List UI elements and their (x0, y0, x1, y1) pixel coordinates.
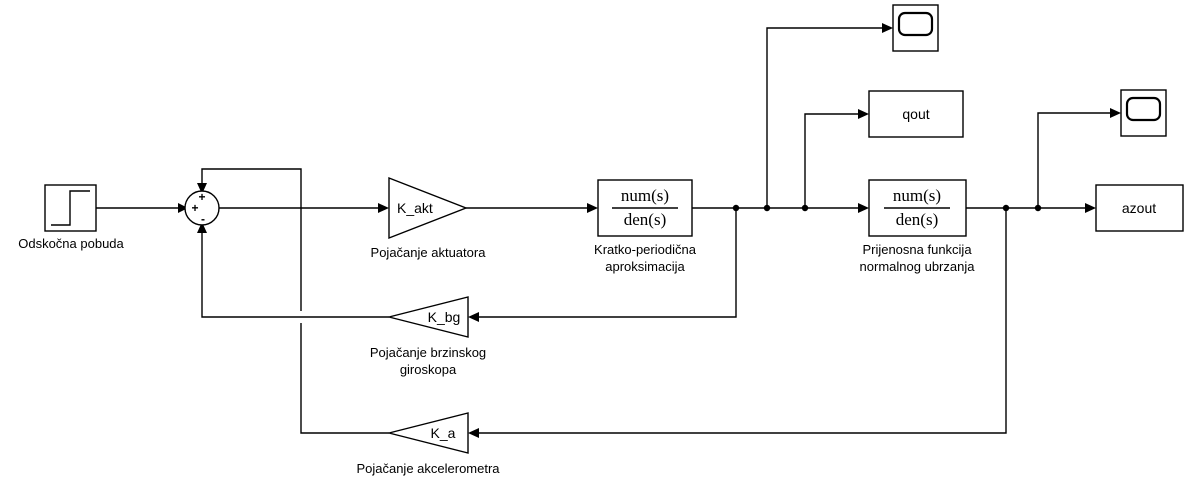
wire-ka-up-lower (300, 323, 389, 434)
wire-ka-to-sum (201, 168, 302, 311)
arrowhead (378, 203, 389, 213)
qout-block[interactable]: qout (868, 90, 964, 138)
signal-lines (96, 27, 1112, 434)
branch-points (732, 204, 1042, 212)
branch-point (801, 204, 809, 212)
gain-a-caption: Pojačanje akcelerometra (356, 461, 500, 476)
arrowheads (178, 23, 1121, 438)
arrowhead (197, 222, 207, 233)
wire-kbg-to-sum (201, 231, 389, 318)
sum-circle[interactable] (184, 190, 220, 226)
gain-bg-label: K_bg (428, 309, 461, 325)
sum-sign-top: + (198, 190, 205, 204)
gain-a-block[interactable]: K_a Pojačanje akcelerometra (356, 412, 500, 476)
arrowhead (587, 203, 598, 213)
qout-label: qout (902, 106, 929, 122)
arrowhead (858, 203, 869, 213)
tf-short-period-caption-2: aproksimacija (605, 259, 685, 274)
branch-point (763, 204, 771, 212)
azout-label: azout (1122, 200, 1156, 216)
arrowhead (1085, 203, 1096, 213)
arrowhead (882, 23, 893, 33)
arrowhead (858, 109, 869, 119)
tf-normal-accel-block[interactable]: num(s) den(s) Prijenosna funkcija normal… (860, 179, 976, 274)
tf-normal-accel-caption-2: normalnog ubrzanja (860, 259, 976, 274)
gain-akt-label: K_akt (397, 200, 433, 216)
wire-feedback-bg (479, 208, 737, 318)
gain-akt-caption: Pojačanje aktuatora (371, 245, 487, 260)
scope-2-block[interactable] (1120, 89, 1167, 137)
tf-short-period-den: den(s) (624, 210, 666, 229)
tf-short-period-block[interactable]: num(s) den(s) Kratko-periodična aproksim… (594, 179, 697, 274)
tf-short-period-caption-1: Kratko-periodična (594, 242, 697, 257)
gain-akt-triangle[interactable] (388, 176, 468, 240)
tf-normal-accel-num: num(s) (893, 186, 941, 205)
wire-feedback-a (479, 208, 1007, 434)
step-caption: Odskočna pobuda (18, 236, 124, 251)
arrowhead (178, 203, 188, 213)
sum-block[interactable]: + + - (184, 190, 220, 226)
arrowhead (1110, 108, 1121, 118)
arrowhead (468, 312, 479, 322)
gain-akt-block[interactable]: K_akt Pojačanje aktuatora (371, 176, 487, 260)
gain-bg-caption-2: giroskopa (400, 362, 457, 377)
gain-a-label: K_a (431, 425, 456, 441)
tf-normal-accel-caption-1: Prijenosna funkcija (862, 242, 972, 257)
arrowhead (468, 428, 479, 438)
gain-bg-caption-1: Pojačanje brzinskog (370, 345, 486, 360)
wire-to-scope-2 (1037, 112, 1112, 208)
branch-point (732, 204, 740, 212)
arrowhead (197, 183, 207, 194)
sum-sign-left: + (191, 201, 198, 215)
branch-point (1002, 204, 1010, 212)
qout-body[interactable] (868, 90, 964, 138)
scope-1-block[interactable] (892, 4, 939, 52)
branch-point (1034, 204, 1042, 212)
gain-bg-triangle[interactable] (388, 296, 469, 338)
tf-short-period-num: num(s) (621, 186, 669, 205)
gain-a-triangle[interactable] (388, 412, 469, 454)
azout-block[interactable]: azout (1095, 184, 1184, 232)
scope-icon (897, 11, 934, 37)
azout-body[interactable] (1095, 184, 1184, 232)
step-block[interactable]: Odskočna pobuda (18, 184, 125, 251)
step-icon (51, 190, 90, 226)
wire-to-scope-1 (766, 27, 884, 208)
wire-to-qout (804, 113, 860, 208)
gain-bg-block[interactable]: K_bg Pojačanje brzinskog giroskopa (370, 296, 486, 377)
scope-icon (1125, 96, 1162, 122)
sum-sign-bottom: - (201, 212, 205, 226)
tf-normal-accel-den: den(s) (896, 210, 938, 229)
